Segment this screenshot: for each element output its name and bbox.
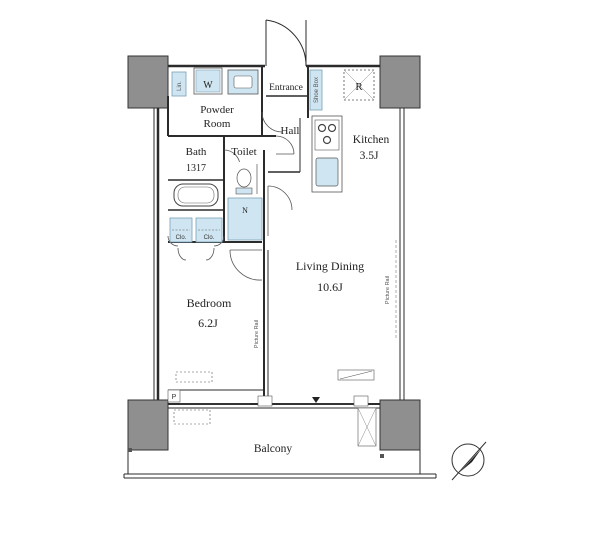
column-top-left [127,55,169,109]
cooktop [314,119,340,151]
niche [227,197,263,241]
powder-room-label-line1: Powder [200,104,234,116]
drain-cross-b [357,407,377,447]
bedroom-aircon [175,371,213,383]
column-bottom-left [127,399,169,451]
hall-label: Hall [281,125,300,137]
shoe-box-label: Shoe Box [314,77,320,103]
picture-rail-bedroom: Picture Rail [254,320,260,348]
column-bottom-right [379,399,421,451]
burner-2 [327,123,337,133]
refrigerator-cross-b [343,69,375,101]
picture-rail-living: Picture Rail [385,276,391,304]
washer-pan [195,69,221,93]
balcony-railing [123,450,437,479]
entrance-label: Entrance [269,83,303,93]
closet-right-label: Clo. [204,235,215,241]
refrigerator-label: R [355,81,363,93]
washer-label: W [203,80,213,91]
living-dining-label: Living Dining [296,259,364,273]
shoe-box [309,69,323,111]
kitchen-label: Kitchen [353,134,390,146]
vanity-basin [233,75,253,89]
niche-label: N [242,206,248,215]
sliding-windows [180,395,369,407]
toilet-label: Toilet [231,146,257,158]
powder-room-label-line2: Room [204,118,231,130]
bedroom-size: 6.2J [198,316,218,330]
main-entry-marker [312,397,320,403]
toilet-tank [235,187,253,195]
living-aircon-slash [339,370,373,380]
pantry-label: P [172,394,177,401]
kitchen-size: 3.5J [360,150,379,162]
bedroom-label: Bedroom [187,296,232,310]
bathtub [173,183,219,207]
linen-label: Lin. [177,81,183,91]
balcony-label: Balcony [254,443,293,455]
balcony-marker-right [380,454,384,458]
bath-size: 1317 [186,163,206,174]
living-aircon [337,369,375,381]
bathtub-inner [177,186,215,204]
toilet-bowl [236,168,252,188]
entry-door [265,19,307,67]
pantry-box [167,389,181,403]
north-arrow-icon [451,441,487,481]
linen-cabinet [171,71,187,97]
living-dining-size: 10.6J [317,280,343,294]
balcony-marker-left [128,448,132,452]
closet-left-label: Clo. [176,235,187,241]
column-top-right [379,55,421,109]
burner-3 [322,135,332,145]
interior-doors [167,111,295,281]
bath-label: Bath [186,146,207,158]
kitchen-sink [315,157,339,187]
balcony-aircon-unit [173,409,211,425]
burner-1 [317,123,327,133]
